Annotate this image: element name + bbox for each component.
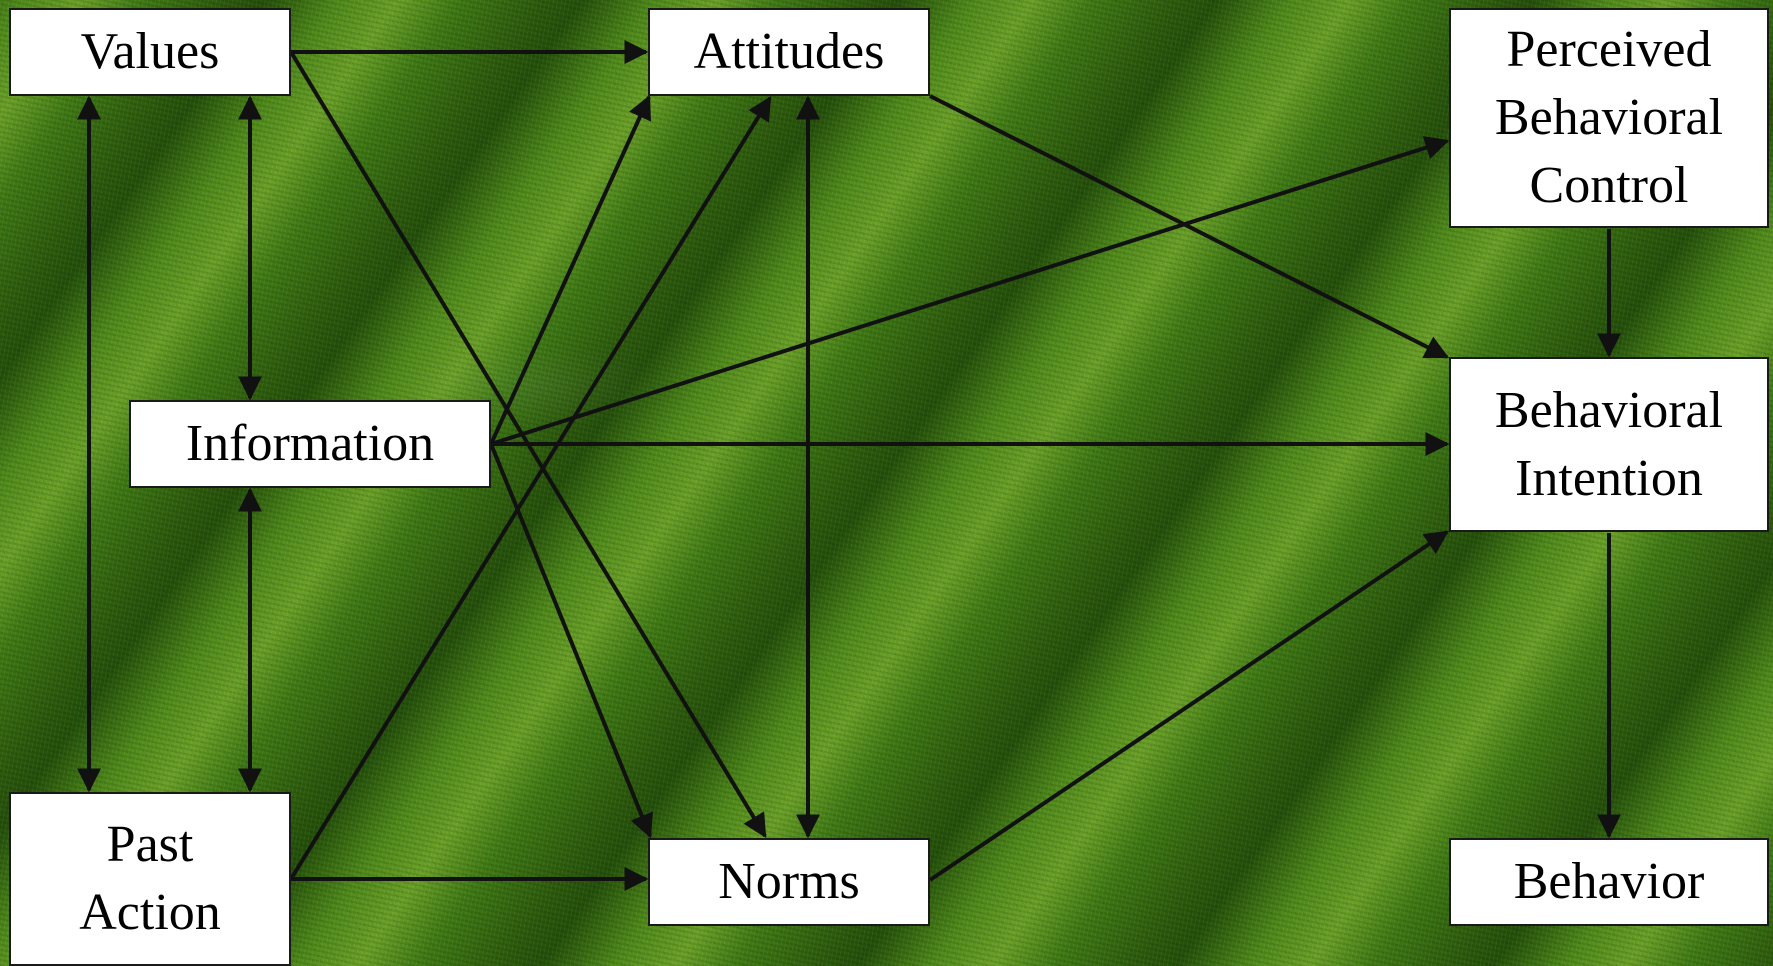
node-norms-label: Norms — [718, 848, 860, 916]
node-perceived-behavioral-control: Perceived Behavioral Control — [1449, 8, 1769, 228]
node-attitudes: Attitudes — [648, 8, 930, 96]
node-behavior-label: Behavior — [1514, 848, 1705, 916]
node-behavioral-intention: Behavioral Intention — [1449, 357, 1769, 532]
node-values-label: Values — [81, 18, 220, 86]
node-behavior: Behavior — [1449, 838, 1769, 926]
edge-past-action-attitudes — [291, 98, 770, 879]
node-behavioral-intention-label: Behavioral Intention — [1495, 377, 1723, 513]
edge-norms-intention — [930, 532, 1447, 880]
edge-information-pbc — [491, 141, 1447, 444]
node-norms: Norms — [648, 838, 930, 926]
node-past-action-label: Past Action — [79, 811, 221, 947]
node-information-label: Information — [186, 410, 434, 478]
edge-information-norms — [491, 444, 650, 836]
node-information: Information — [129, 400, 491, 488]
edge-attitudes-intention — [930, 96, 1447, 357]
edge-information-attitudes — [491, 97, 649, 444]
node-past-action: Past Action — [9, 792, 291, 966]
node-values: Values — [9, 8, 291, 96]
node-perceived-behavioral-control-label: Perceived Behavioral Control — [1495, 16, 1723, 220]
node-attitudes-label: Attitudes — [694, 18, 885, 86]
